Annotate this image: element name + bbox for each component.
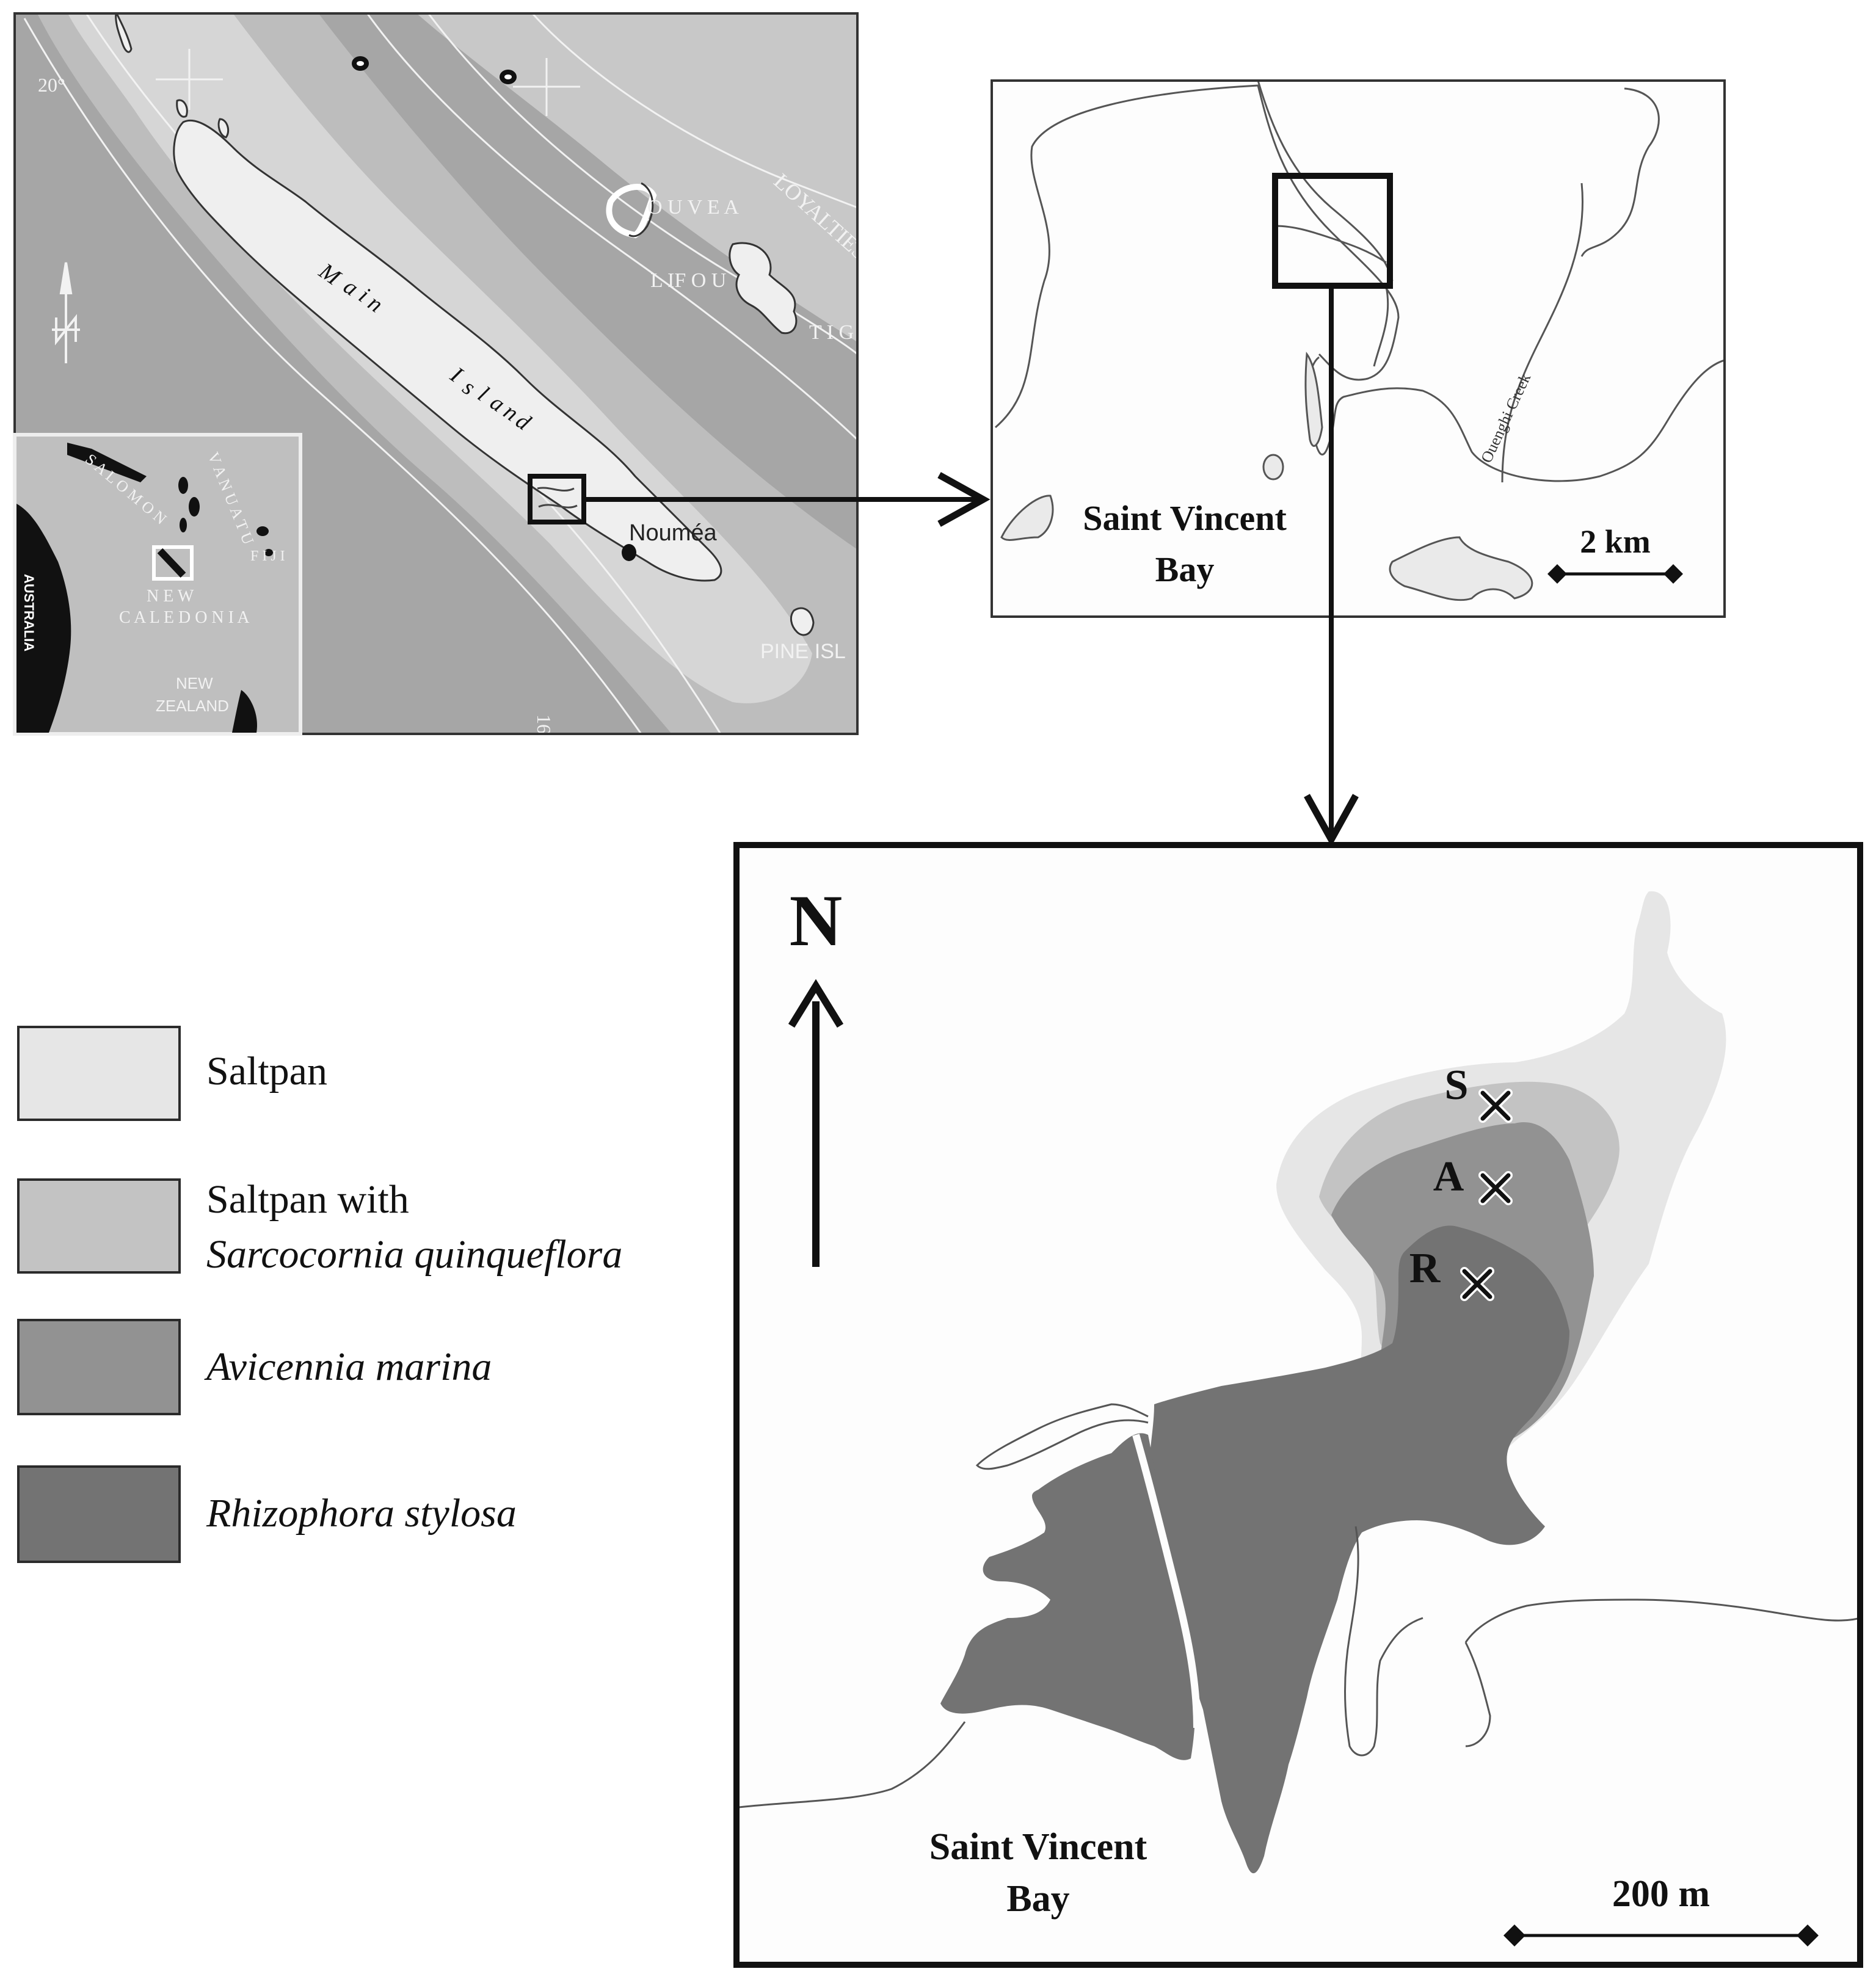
rhizophora-zone-west	[940, 1433, 1196, 1760]
ouvea-label: O U V E A	[647, 196, 739, 219]
legend-swatch-saltpan	[17, 1026, 181, 1121]
site-marker-r: R	[1409, 1245, 1494, 1301]
regional-peninsula	[1304, 351, 1323, 447]
lifou-label: L IF O U	[650, 269, 726, 292]
pine-island	[790, 607, 815, 636]
overview-study-area-box	[528, 474, 586, 524]
regional-map: Ouenghi Creek Saint Vincent Bay 2 km	[992, 81, 1725, 617]
detail-scale-bar: 200 m	[1503, 1873, 1819, 1946]
site-s-label: S	[1445, 1062, 1469, 1109]
ouvea-island	[606, 184, 657, 239]
detail-scale-label: 200 m	[1612, 1873, 1710, 1915]
legend-item-avicennia: Avicennia marina	[17, 1319, 750, 1417]
noumea-label: Nouméa	[629, 520, 717, 546]
site-r-label: R	[1409, 1245, 1441, 1292]
regional-bay-label-1: Saint Vincent	[1083, 498, 1287, 538]
new-zealand-label-2: ZEALAND	[156, 697, 229, 715]
inset-new-caledonia-box	[152, 545, 194, 581]
fiji-label: F I J I	[250, 548, 285, 564]
legend-item-rhizophora: Rhizophora stylosa	[17, 1465, 750, 1563]
regional-island-1	[1000, 495, 1054, 541]
north-arrow-icon: N	[788, 880, 844, 1267]
rhizophora-zone-main	[1148, 1225, 1569, 1874]
longitude-label: 166	[533, 714, 555, 744]
site-a-label: A	[1433, 1153, 1464, 1200]
legend-swatch-sarcocornia	[17, 1178, 181, 1274]
site-marker-s: S	[1445, 1062, 1513, 1123]
detail-map: S A R N Saint Vincent Bay 200 m	[736, 845, 1860, 1965]
inset-map: AUSTRALIA S A L O M O N V A N U A T U F …	[13, 433, 302, 736]
main-island-shape	[173, 119, 722, 582]
detail-bay-label-2: Bay	[1006, 1878, 1069, 1920]
regional-scale-label: 2 km	[1580, 523, 1651, 560]
compass-rose-icon	[52, 262, 80, 363]
legend-swatch-rhizophora	[17, 1465, 181, 1563]
regional-islet	[1262, 454, 1284, 481]
regional-scale-bar: 2 km	[1547, 523, 1683, 584]
australia-label: AUSTRALIA	[21, 574, 37, 651]
site-marker-a: A	[1433, 1153, 1513, 1205]
legend-item-saltpan: Saltpan	[17, 1026, 750, 1123]
tidal-channel	[1132, 1434, 1201, 1729]
north-label: N	[790, 880, 843, 961]
pine-island-label: PINE ISL	[760, 640, 846, 663]
overview-map: 20° 166 M a i n I s l a	[15, 13, 857, 744]
regional-island-2	[1389, 536, 1533, 601]
regional-bay-label-2: Bay	[1155, 550, 1215, 589]
australia-shape	[16, 504, 71, 733]
lifou-island	[729, 242, 798, 335]
detail-bay-label-1: Saint Vincent	[929, 1826, 1147, 1868]
legend-swatch-avicennia	[17, 1319, 181, 1415]
new-caledonia-label-2: C A L E D O N I A	[119, 608, 250, 627]
latitude-label: 20°	[38, 74, 65, 96]
legend-label-avicennia: Avicennia marina	[206, 1344, 492, 1389]
belep-islands	[115, 13, 133, 53]
noumea-dot	[622, 544, 636, 561]
tiga-label: T I G	[809, 321, 854, 344]
legend-label-saltpan: Saltpan	[206, 1049, 327, 1094]
new-zealand-label-1: NEW	[176, 674, 213, 692]
legend-label-rhizophora: Rhizophora stylosa	[206, 1491, 517, 1536]
new-caledonia-label-1: N E W	[147, 587, 194, 606]
new-zealand-shape	[232, 690, 257, 733]
